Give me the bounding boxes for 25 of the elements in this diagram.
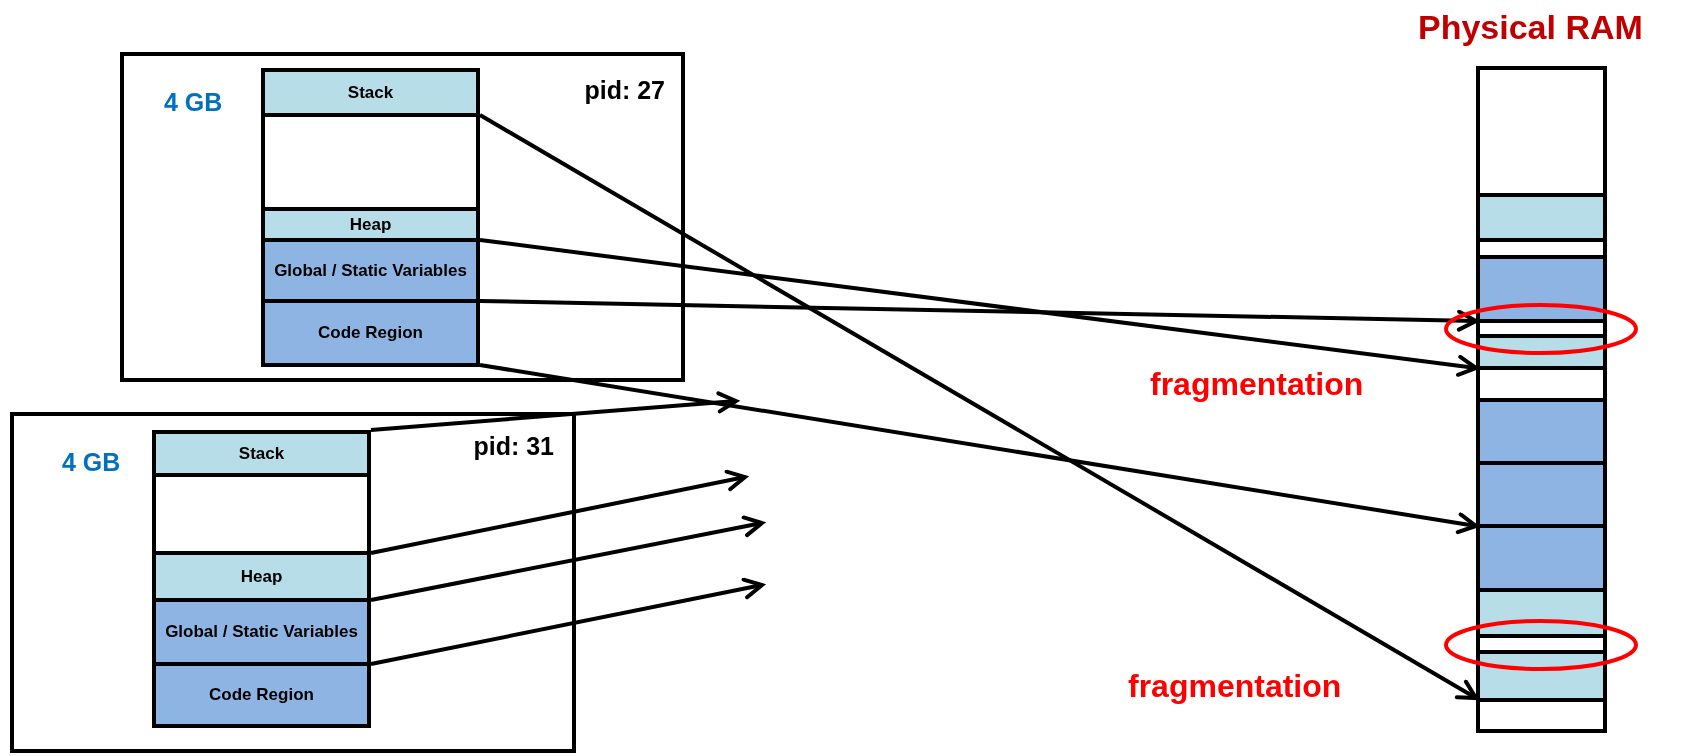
segment-label: Stack — [346, 82, 395, 103]
segment-label: Code Region — [208, 685, 315, 705]
segment-label: Global / Static Variables — [164, 622, 359, 642]
segment-label: Stack — [237, 443, 286, 464]
segment-label: Heap — [239, 566, 284, 587]
segment-label: Global / Static Variables — [273, 260, 468, 281]
arrow — [479, 363, 1478, 535]
size-label: 4 GB — [164, 88, 223, 117]
process-id: pid: 31 — [473, 432, 554, 461]
arrow — [370, 469, 747, 555]
process-address-space — [120, 52, 685, 382]
annotation-label: fragmentation — [1150, 366, 1364, 403]
arrow — [479, 299, 1478, 332]
process-address-space — [10, 412, 576, 753]
process-id: pid: 27 — [584, 76, 665, 105]
size-label: 4 GB — [62, 448, 121, 477]
arrow — [370, 577, 764, 666]
arrow — [479, 113, 1478, 700]
annotation-label: fragmentation — [1128, 668, 1342, 705]
arrow — [370, 515, 764, 602]
segment-label: Heap — [348, 214, 393, 235]
arrow — [370, 391, 738, 432]
segment-label: Code Region — [317, 323, 424, 343]
column-heading: Physical RAM — [1418, 8, 1643, 47]
arrow — [479, 238, 1478, 377]
